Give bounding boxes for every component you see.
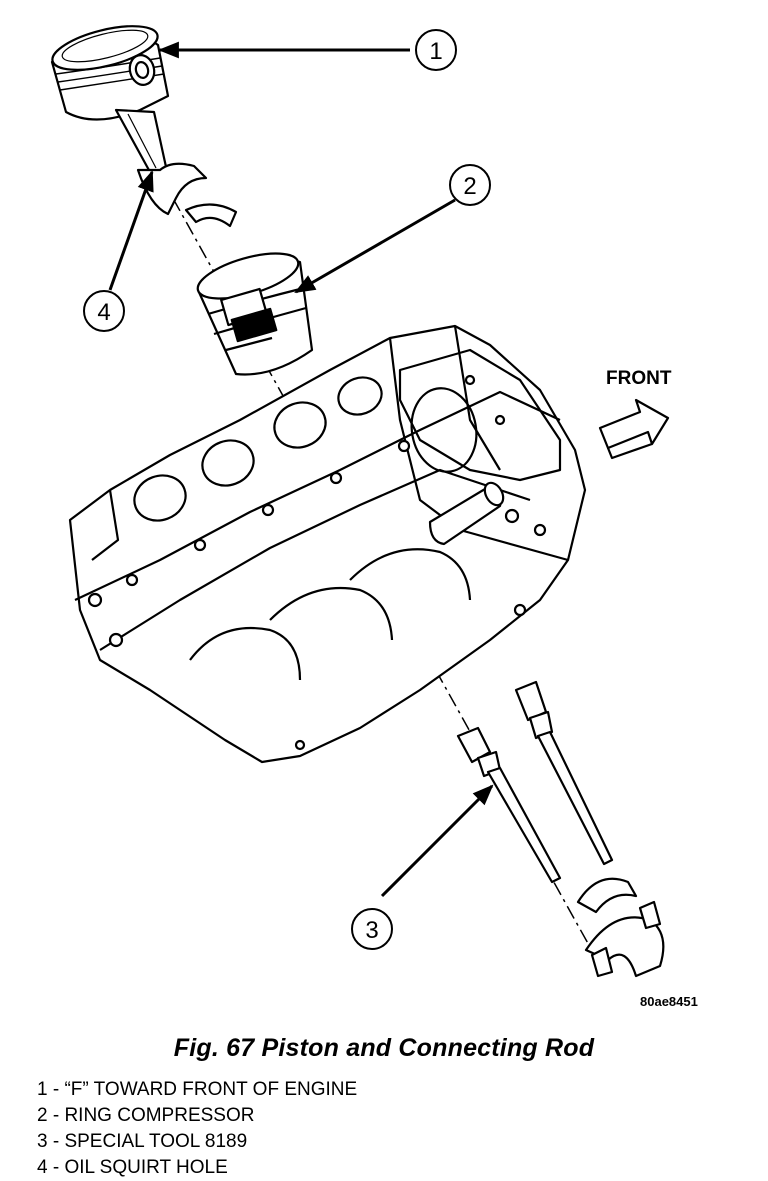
engine-block [68,324,587,764]
callout-3-number: 3 [365,917,378,944]
callout-1: 1 [415,29,457,71]
legend-item: 1 - “F” TOWARD FRONT OF ENGINE [37,1079,358,1100]
legend-item: 3 - SPECIAL TOOL 8189 [37,1131,248,1152]
legend-item: 2 - RING COMPRESSOR [37,1105,255,1126]
callout-4-number: 4 [97,299,110,326]
piston-rod-diagram: FRONT 1 2 3 4 80ae8451 [50,25,698,1009]
callout-2-leader [294,198,456,294]
figure-id: 80ae8451 [640,994,698,1009]
ring-compressor [196,252,314,376]
callout-2: 2 [449,164,491,206]
legend-item: 4 - OIL SQUIRT HOLE [37,1157,228,1178]
rod-cap-and-bearing [576,877,665,978]
callout-3-leader [380,784,494,898]
piston-and-rod [50,25,238,228]
callout-3: 3 [351,908,393,950]
callout-4: 4 [83,290,125,332]
legend-list: 1 - “F” TOWARD FRONT OF ENGINE 2 - RING … [37,1077,357,1181]
callout-arrows [108,41,494,898]
figure-caption: Fig. 67 Piston and Connecting Rod [173,1034,595,1062]
callout-4-leader [108,170,154,291]
front-label: FRONT [606,368,672,389]
callout-2-number: 2 [463,173,476,200]
callout-1-number: 1 [429,38,442,65]
front-direction-arrow [598,398,670,460]
special-tool-guides [456,680,614,884]
